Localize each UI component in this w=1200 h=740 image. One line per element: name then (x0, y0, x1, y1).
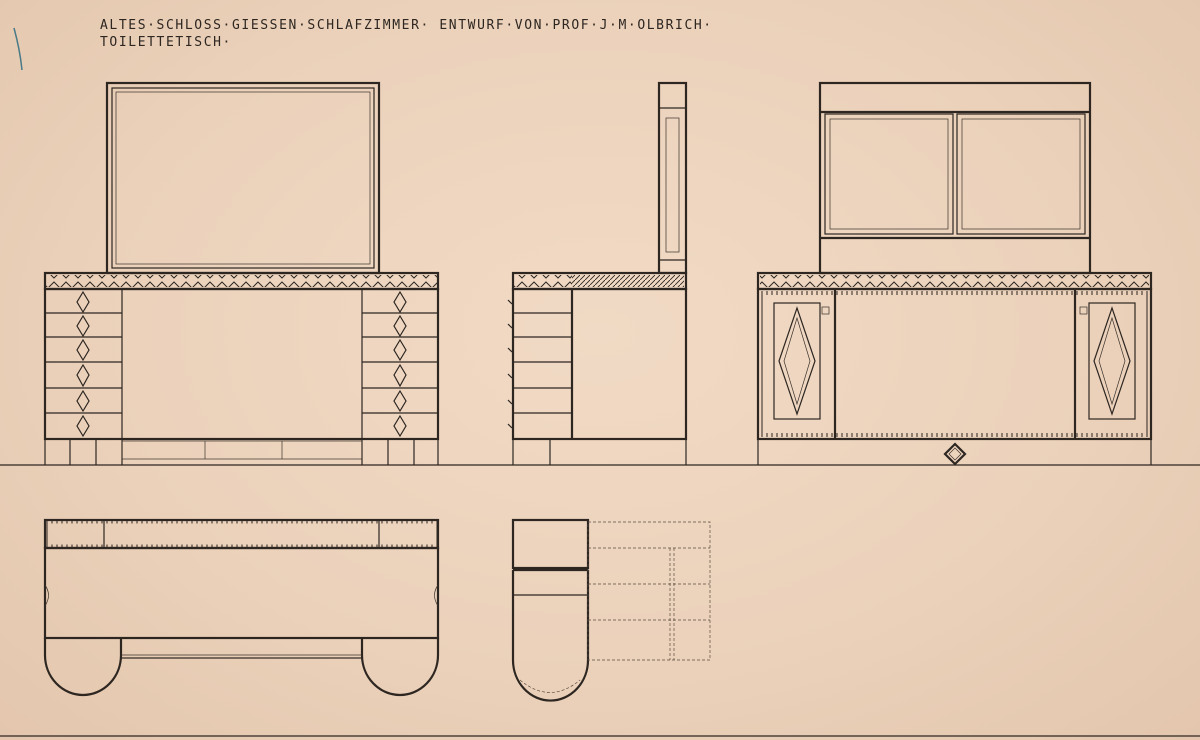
side-elevation (507, 81, 688, 465)
side-plan (511, 518, 711, 702)
front-elevation (43, 81, 440, 465)
drawing-title: ALTES·SCHLOSS·GIESSEN·SCHLAFZIMMER· ENTW… (100, 18, 713, 33)
rear-elevation (756, 81, 1153, 466)
plan-view (43, 518, 440, 697)
drawing-subtitle: TOILETTETISCH· (100, 35, 232, 50)
makers-mark (943, 442, 967, 466)
front-ornament-band (46, 275, 437, 287)
edge-mark (13, 27, 23, 71)
